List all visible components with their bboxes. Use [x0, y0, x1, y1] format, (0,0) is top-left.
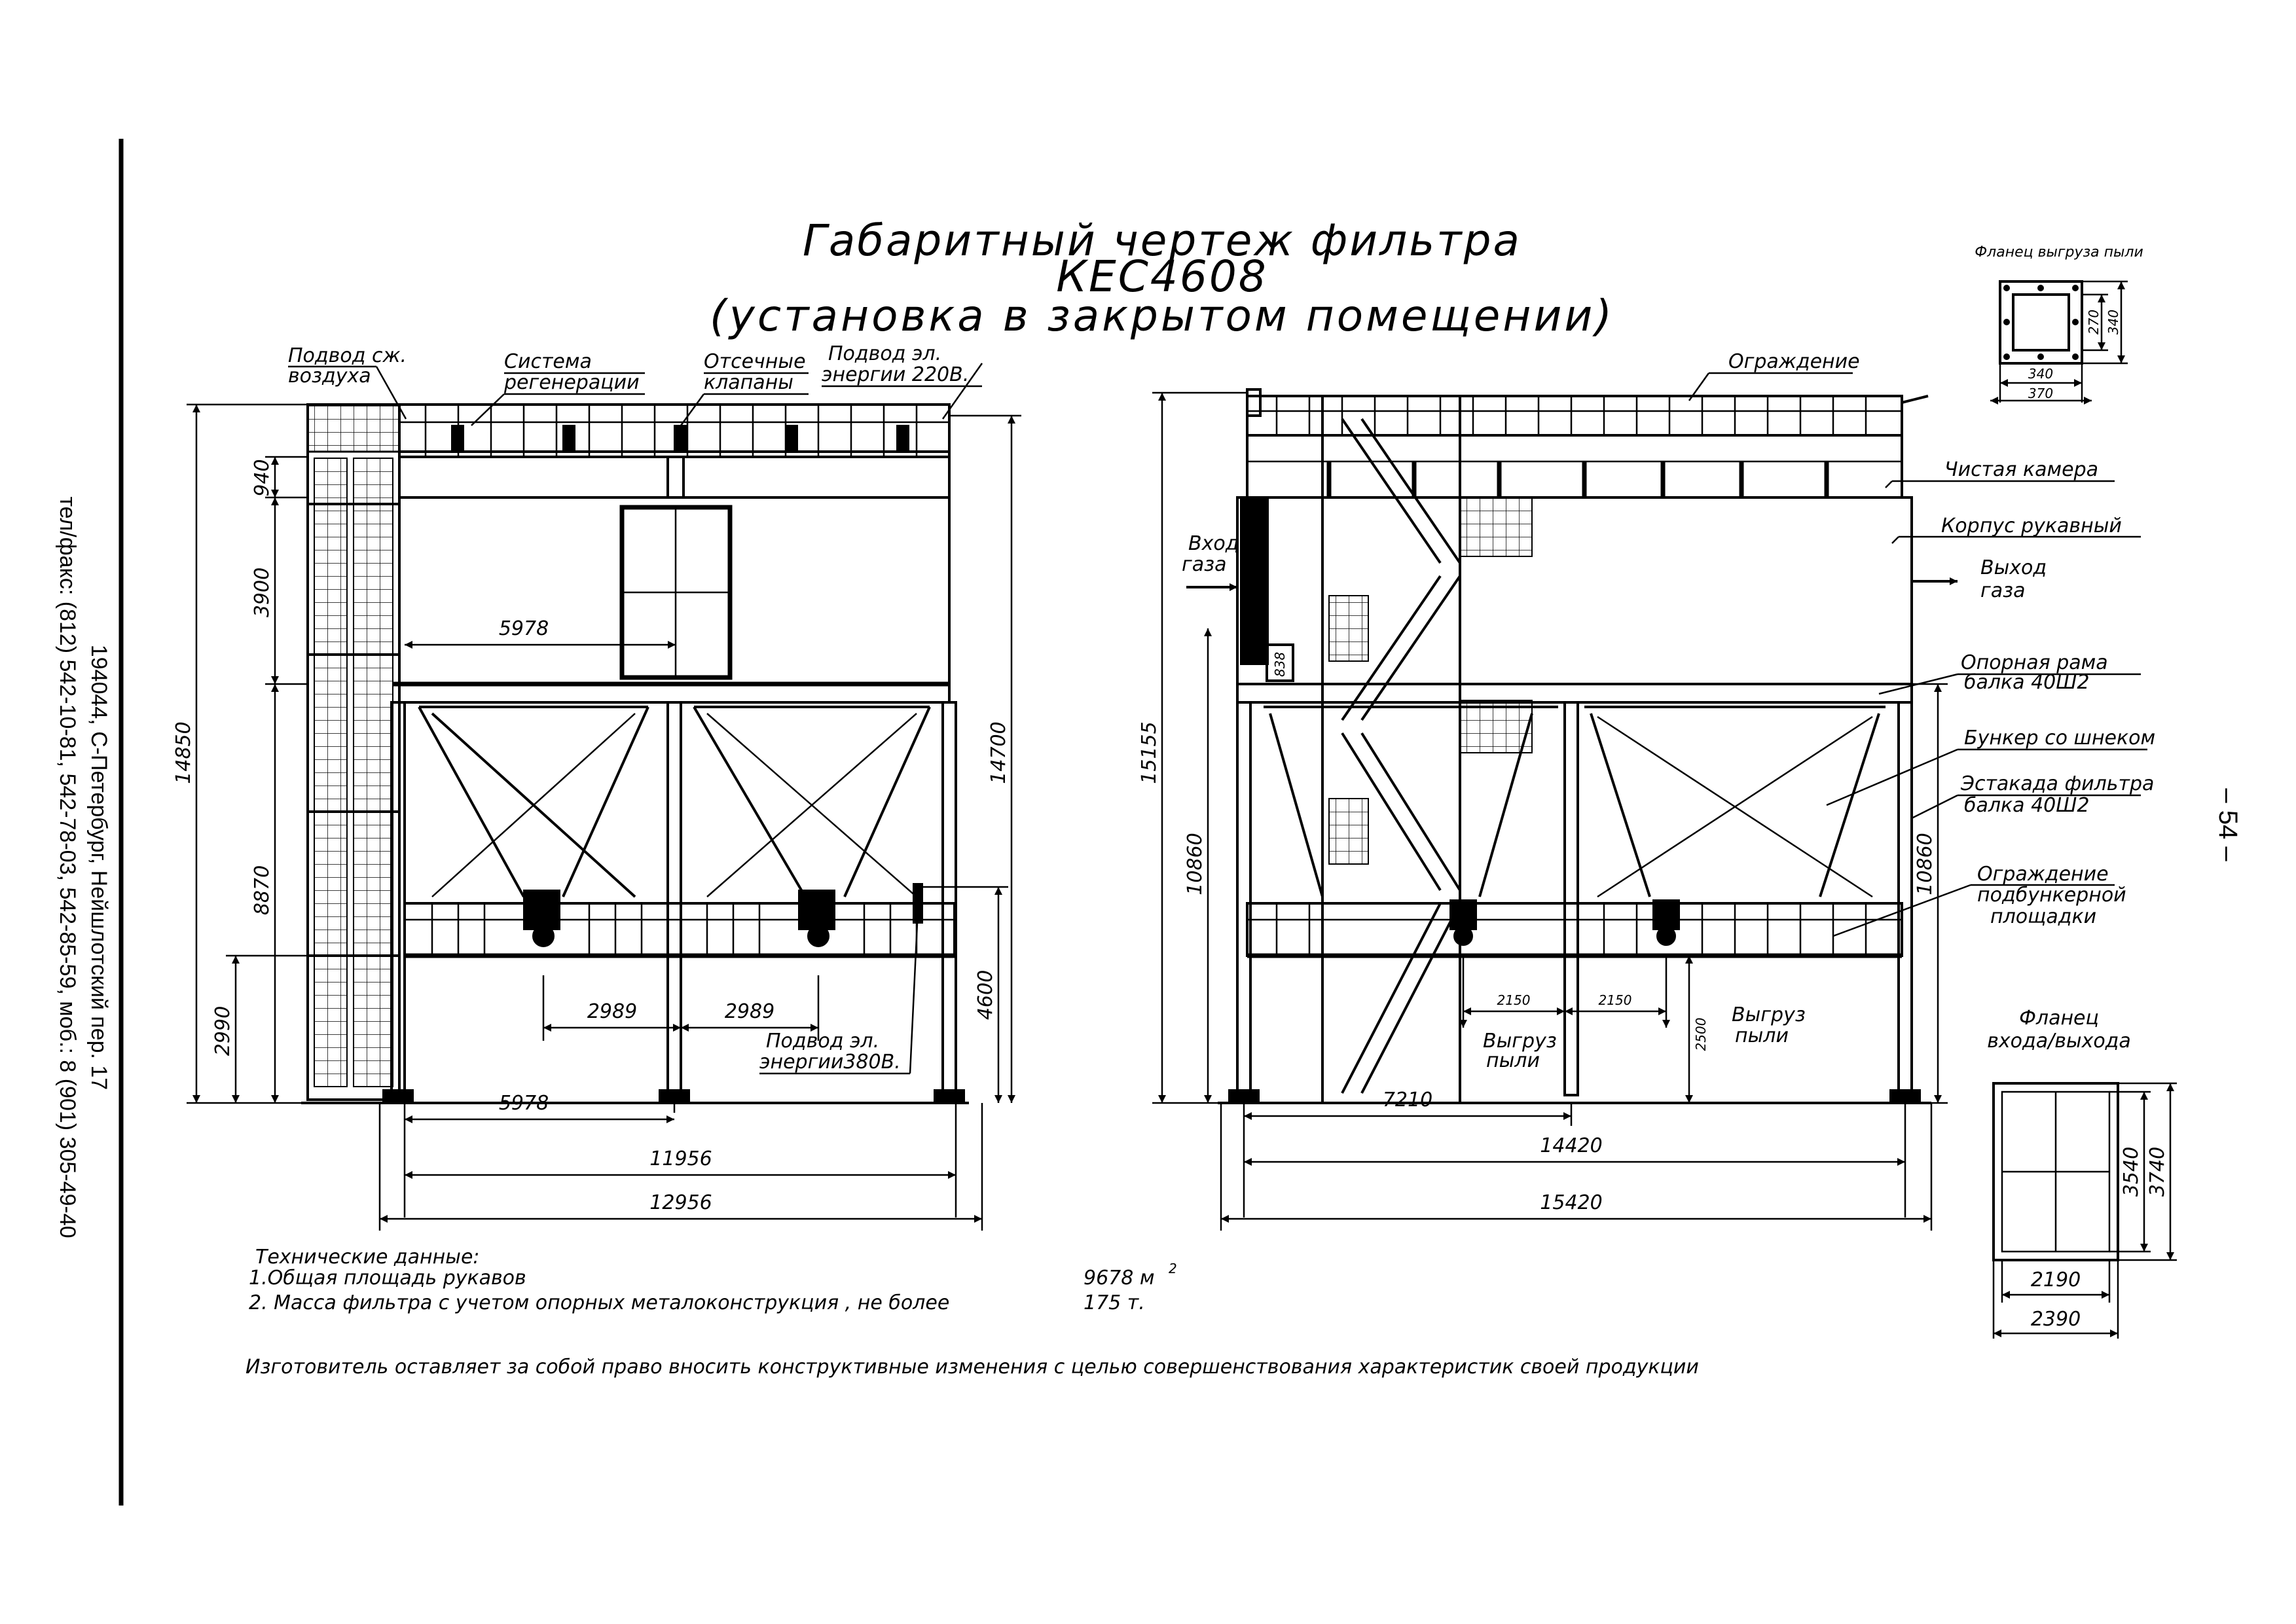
- label-dust-1b: пыли: [1486, 1049, 1540, 1072]
- label-power220-1: Подвод эл.: [828, 342, 941, 365]
- dim-14700: 14700: [987, 721, 1010, 784]
- dim-10860-right: 10860: [1914, 833, 1937, 895]
- dim-10860-left: 10860: [1184, 833, 1207, 895]
- label-trestle-1: Эстакада фильтра: [1960, 772, 2154, 795]
- tech-heading: Технические данные:: [255, 1246, 480, 1269]
- flange-io-dim-3740: 3740: [2146, 1147, 2169, 1197]
- title-line-3: (установка в закрытом помещении): [710, 291, 1614, 341]
- label-gas-in-2: газа: [1182, 553, 1226, 576]
- label-regen-2: регенерации: [503, 371, 640, 394]
- dim-2989-a: 2989: [587, 1000, 637, 1023]
- flange-dust-dim-340-h: 340: [2028, 366, 2053, 382]
- label-air-supply-1: Подвод сж.: [288, 344, 407, 367]
- dim-2500: 2500: [1693, 1018, 1709, 1051]
- dim-7210: 7210: [1383, 1089, 1432, 1111]
- tech-row1-sup: 2: [1169, 1261, 1177, 1276]
- dim-5978-bottom: 5978: [499, 1092, 549, 1115]
- flange-dust-dim-340-v: 340: [2105, 310, 2121, 334]
- flange-io-title-1: Фланец: [2019, 1007, 2099, 1030]
- flange-io-dim-3540: 3540: [2120, 1147, 2143, 1197]
- flange-inlet-outlet: Фланец входа/выхода 3540 3740 2190 2390: [1987, 1007, 2177, 1339]
- label-hopper: Бункер со шнеком: [1964, 727, 2155, 749]
- label-bag-body: Корпус рукавный: [1941, 514, 2122, 537]
- label-air-supply-2: воздуха: [288, 365, 371, 388]
- right-elevation-view: 838: [1138, 350, 2155, 1231]
- label-dust-2a: Выгруз: [1732, 1003, 1806, 1026]
- dim-12956: 12956: [649, 1191, 712, 1214]
- flange-dust-dim-270-v: 270: [2086, 310, 2102, 334]
- label-trestle-2: балка 40Ш2: [1964, 794, 2089, 817]
- technical-data: Технические данные: 1.Общая площадь рука…: [246, 1246, 1699, 1379]
- label-valves-2: клапаны: [704, 371, 793, 394]
- label-dust-2b: пыли: [1735, 1024, 1789, 1047]
- dim-3900: 3900: [251, 568, 274, 617]
- label-power380-1: Подвод эл.: [766, 1030, 879, 1053]
- dim-940: 940: [251, 459, 274, 496]
- dim-8870: 8870: [251, 865, 274, 915]
- dim-15155: 15155: [1138, 721, 1161, 784]
- dim-5978-top: 5978: [499, 617, 549, 640]
- tech-row1-value: 9678 м: [1084, 1267, 1155, 1290]
- flange-io-title-2: входа/выхода: [1987, 1030, 2131, 1053]
- dim-2990: 2990: [211, 1006, 234, 1056]
- tech-row2-label: 2. Масса фильтра с учетом опорных метало…: [249, 1291, 949, 1314]
- title-line-2: КЕС4608: [1056, 251, 1268, 302]
- phone-line: тел/факс: (812) 542-10-81, 542-78-03, 54…: [55, 496, 80, 1238]
- flange-dust-title: Фланец выгруза пыли: [1975, 244, 2143, 261]
- dim-11956: 11956: [649, 1147, 712, 1170]
- dim-2150-a: 2150: [1497, 992, 1531, 1008]
- label-valves-1: Отсечные: [704, 350, 806, 373]
- flange-io-dim-2390: 2390: [2031, 1308, 2081, 1331]
- label-frame-1: Опорная рама: [1961, 651, 2108, 674]
- tech-row2-value: 175 т.: [1084, 1291, 1145, 1314]
- label-power220-2: энергии 220В.: [822, 363, 969, 386]
- address-line: 194044, С-Петербург, Нейшлотский пер. 17: [86, 645, 111, 1090]
- dim-4600: 4600: [974, 970, 997, 1020]
- title-line-1: Габаритный чертеж фильтра: [803, 215, 1522, 266]
- label-railing: Ограждение: [1728, 350, 1860, 373]
- dim-15420: 15420: [1540, 1191, 1602, 1214]
- flange-dust-dim-370: 370: [2028, 386, 2053, 401]
- label-gas-out-2: газа: [1980, 579, 2025, 602]
- dim-838: 838: [1272, 652, 1288, 677]
- label-gas-out-1: Выход: [1980, 556, 2047, 579]
- label-platform-3: площадки: [1990, 905, 2096, 928]
- page-number: – 54 –: [2214, 788, 2242, 861]
- label-power380-2: энергии380В.: [759, 1051, 901, 1074]
- flange-io-dim-2190: 2190: [2031, 1269, 2081, 1291]
- label-clean-chamber: Чистая камера: [1944, 458, 2098, 481]
- label-dust-1a: Выгруз: [1483, 1030, 1557, 1053]
- left-elevation-view: 14850 940 3900 8870 2990 14700 4600 5978…: [172, 342, 1021, 1231]
- dim-2150-b: 2150: [1599, 992, 1632, 1008]
- tech-row1-label: 1.Общая площадь рукавов: [249, 1267, 526, 1290]
- flange-dust-unload: Фланец выгруза пыли 270 340 340 370 270: [1975, 244, 2143, 405]
- label-platform-2: подбункерной: [1977, 884, 2126, 907]
- dim-14420: 14420: [1540, 1134, 1602, 1157]
- label-platform-1: Ограждение: [1977, 863, 2109, 886]
- label-gas-in-1: Вход: [1188, 532, 1239, 555]
- dim-14850: 14850: [172, 721, 195, 784]
- label-regen-1: Система: [504, 350, 592, 373]
- disclaimer: Изготовитель оставляет за собой право вн…: [246, 1356, 1699, 1379]
- dim-2989-b: 2989: [725, 1000, 774, 1023]
